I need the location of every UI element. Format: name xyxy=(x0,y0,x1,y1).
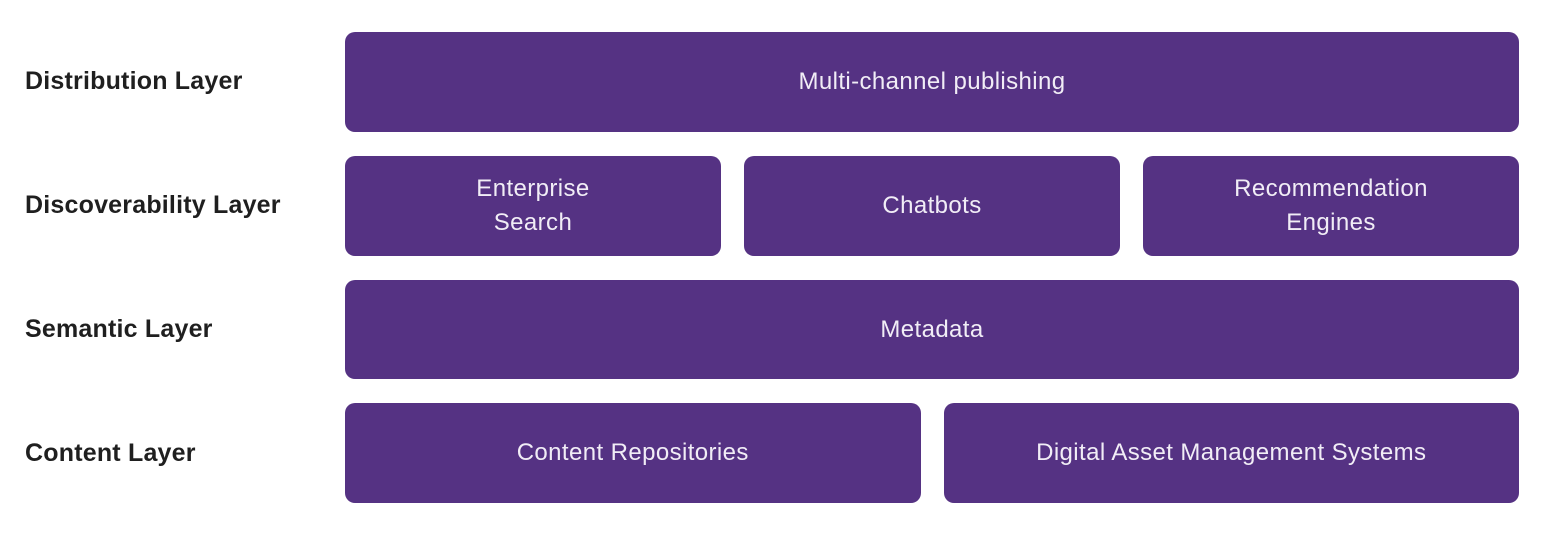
layer-label-semantic: Semantic Layer xyxy=(25,314,213,343)
box-chatbots: Chatbots xyxy=(744,155,1120,256)
content-layer-row: Content Layer Content Repositories Digit… xyxy=(25,403,1519,503)
discoverability-layer-row: Discoverability Layer Enterprise Search … xyxy=(25,155,1519,256)
discoverability-layer-boxes: Enterprise Search Chatbots Recommendatio… xyxy=(345,155,1519,256)
box-recommendation-engines: Recommendation Engines xyxy=(1143,155,1519,256)
box-content-repositories: Content Repositories xyxy=(345,403,921,503)
content-layer-boxes: Content Repositories Digital Asset Manag… xyxy=(345,403,1519,503)
distribution-layer-boxes: Multi-channel publishing xyxy=(345,32,1519,132)
layer-label-distribution: Distribution Layer xyxy=(25,67,243,96)
box-digital-asset-management-systems: Digital Asset Management Systems xyxy=(943,403,1519,503)
semantic-layer-boxes: Metadata xyxy=(345,279,1519,380)
box-enterprise-search: Enterprise Search xyxy=(345,155,721,256)
semantic-layer-row: Semantic Layer Metadata xyxy=(25,279,1519,380)
box-multi-channel-publishing: Multi-channel publishing xyxy=(345,32,1519,132)
layer-label-content: Content Layer xyxy=(25,438,196,467)
layer-label-discoverability: Discoverability Layer xyxy=(25,191,281,220)
box-metadata: Metadata xyxy=(345,279,1519,380)
distribution-layer-row: Distribution Layer Multi-channel publish… xyxy=(25,32,1519,132)
